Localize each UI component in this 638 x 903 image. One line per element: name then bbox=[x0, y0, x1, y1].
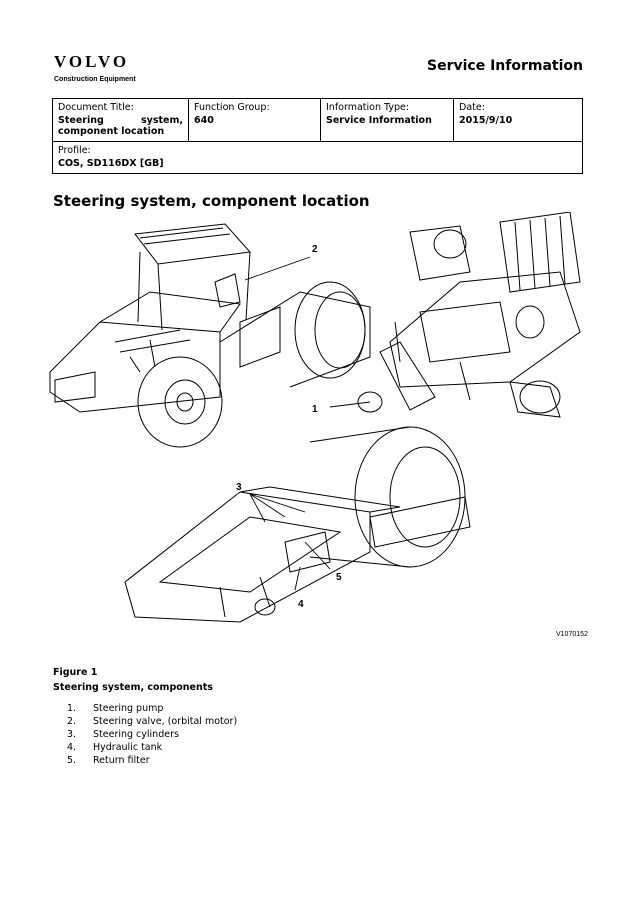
document-meta-table: Document Title: Steering system, compone… bbox=[52, 98, 583, 174]
information-type-label: Information Type: bbox=[326, 102, 410, 113]
date-label: Date: bbox=[459, 102, 485, 113]
figure-code: V1070152 bbox=[556, 631, 588, 638]
date-cell: Date: 2015/9/10 bbox=[453, 98, 583, 142]
information-type-cell: Information Type: Service Information bbox=[320, 98, 454, 142]
roller-machine-drawing bbox=[49, 223, 371, 448]
chassis-drawing bbox=[124, 426, 471, 623]
callout-2: 2 bbox=[312, 244, 318, 255]
list-item: 1.Steering pump bbox=[67, 703, 164, 714]
callout-4: 4 bbox=[298, 599, 304, 610]
engine-drawing bbox=[357, 212, 581, 418]
callout-3: 3 bbox=[236, 482, 242, 493]
function-group-label: Function Group: bbox=[194, 102, 270, 113]
list-item: 4.Hydraulic tank bbox=[67, 742, 163, 753]
figure-caption: Figure 1 Steering system, components bbox=[53, 665, 213, 695]
document-title-cell: Document Title: Steering system, compone… bbox=[52, 98, 189, 142]
document-title-label: Document Title: bbox=[58, 102, 134, 113]
component-list: 1.Steering pump 2.Steering valve, (orbit… bbox=[53, 702, 237, 767]
document-title-value-line2: component location bbox=[58, 126, 165, 137]
callout-1: 1 bbox=[312, 404, 318, 415]
figure-number: Figure 1 bbox=[53, 667, 98, 678]
page-title: Steering system, component location bbox=[53, 192, 370, 210]
profile-cell: Profile: COS, SD116DX [GB] bbox=[52, 141, 583, 174]
list-item: 5.Return filter bbox=[67, 755, 150, 766]
document-title-value-line1: Steering system, bbox=[58, 115, 183, 126]
date-value: 2015/9/10 bbox=[459, 115, 513, 126]
callout-5: 5 bbox=[336, 572, 342, 583]
steering-components-illustration: 2 1 3 5 4 V1070152 bbox=[49, 212, 588, 638]
list-item: 2.Steering valve, (orbital motor) bbox=[67, 716, 238, 727]
function-group-value: 640 bbox=[194, 115, 214, 126]
logo-subtitle: Construction Equipment bbox=[54, 76, 136, 83]
figure-caption-text: Steering system, components bbox=[53, 682, 213, 693]
function-group-cell: Function Group: 640 bbox=[188, 98, 321, 142]
callout-leaders bbox=[244, 256, 371, 591]
information-type-value: Service Information bbox=[326, 115, 432, 126]
list-item: 3.Steering cylinders bbox=[67, 729, 179, 740]
profile-label: Profile: bbox=[58, 145, 91, 156]
header-doc-kind: Service Information bbox=[427, 58, 583, 74]
profile-value: COS, SD116DX [GB] bbox=[58, 158, 164, 169]
volvo-logo: VOLVO bbox=[54, 52, 130, 71]
